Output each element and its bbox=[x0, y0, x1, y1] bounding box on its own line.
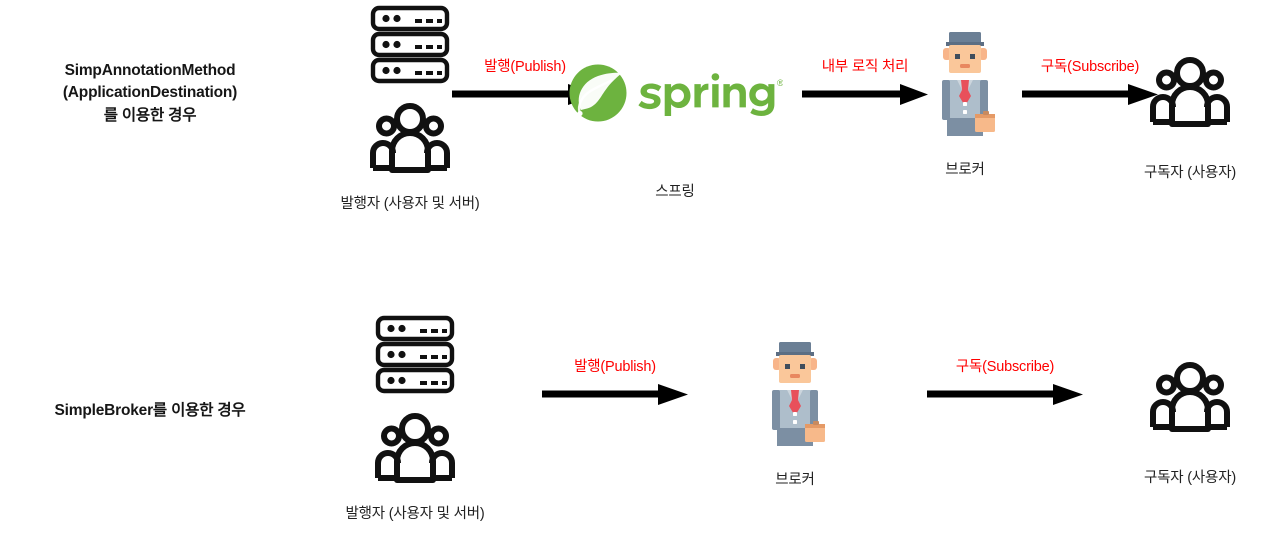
spring-wordmark bbox=[638, 73, 775, 116]
users-icon-inner bbox=[375, 413, 455, 483]
server-and-users-icon bbox=[305, 4, 515, 176]
row-1-title: SimpAnnotationMethod (ApplicationDestina… bbox=[0, 60, 300, 127]
arrow-publish-row2: 발행(Publish) bbox=[520, 355, 710, 406]
server-and-users-icon bbox=[310, 314, 520, 486]
node-caption-subscribers-row1: 구독자 (사용자) bbox=[1144, 165, 1236, 181]
arrow-internal-logic-row1: 내부 로직 처리 bbox=[780, 55, 950, 106]
node-publisher-row2: 발행자 (사용자 및 서버) bbox=[310, 314, 520, 523]
arrow-right-icon bbox=[802, 84, 928, 105]
spring-leaf-icon bbox=[569, 64, 627, 122]
row-1-title-line-3: 를 이용한 경우 bbox=[103, 106, 197, 124]
users-icon-inner bbox=[370, 103, 450, 173]
arrow-subscribe-row2: 구독(Subscribe) bbox=[905, 355, 1105, 406]
arrow-label-publish-row2: 발행(Publish) bbox=[574, 359, 656, 375]
node-caption-subscribers-row2: 구독자 (사용자) bbox=[1144, 470, 1236, 486]
node-subscribers-row2: 구독자 (사용자) bbox=[1110, 360, 1270, 487]
node-publisher-row1: 발행자 (사용자 및 서버) bbox=[305, 4, 515, 213]
node-caption-broker-row1: 브로커 bbox=[945, 162, 985, 178]
node-caption-publisher-row1: 발행자 (사용자 및 서버) bbox=[340, 196, 480, 212]
diagram-row-simple-broker: SimpleBroker를 이용한 경우 bbox=[0, 300, 1273, 536]
node-subscribers-row1: 구독자 (사용자) bbox=[1110, 55, 1270, 182]
node-caption-spring-row1: 스프링 bbox=[655, 184, 695, 200]
row-2-title-line-1: SimpleBroker를 이용한 경우 bbox=[54, 402, 246, 419]
row-2-title: SimpleBroker를 이용한 경우 bbox=[0, 400, 300, 422]
node-caption-publisher-row2: 발행자 (사용자 및 서버) bbox=[345, 506, 485, 522]
arrow-label-subscribe-row1: 구독(Subscribe) bbox=[1040, 59, 1140, 75]
arrow-label-subscribe-row2: 구독(Subscribe) bbox=[955, 359, 1055, 375]
users-icon bbox=[1150, 57, 1230, 127]
diagram-row-simp-annotation-method: SimpAnnotationMethod (ApplicationDestina… bbox=[0, 0, 1273, 230]
broker-person-icon bbox=[772, 342, 825, 446]
spring-registered-mark: ® bbox=[777, 78, 783, 88]
row-1-title-line-1: SimpAnnotationMethod bbox=[64, 62, 236, 79]
arrow-right-icon bbox=[1022, 84, 1158, 105]
server-icon bbox=[375, 315, 455, 483]
node-caption-broker-row2: 브로커 bbox=[775, 472, 815, 488]
arrow-label-publish-row1: 발행(Publish) bbox=[484, 59, 566, 75]
server-icon bbox=[370, 5, 450, 173]
arrow-label-internal-logic-row1: 내부 로직 처리 bbox=[821, 59, 909, 75]
node-broker-row2: 브로커 bbox=[720, 340, 870, 489]
arrow-right-icon bbox=[542, 384, 688, 405]
arrow-subscribe-row1: 구독(Subscribe) bbox=[1000, 55, 1180, 106]
broker-person-icon bbox=[942, 32, 995, 136]
users-icon bbox=[1150, 362, 1230, 432]
spring-logo-icon: ® bbox=[569, 64, 783, 122]
row-1-title-line-2: (ApplicationDestination) bbox=[62, 84, 238, 102]
arrow-right-icon bbox=[927, 384, 1083, 405]
node-broker-row1: 브로커 bbox=[890, 30, 1040, 179]
node-spring-row1: ® 스프링 bbox=[560, 62, 790, 201]
